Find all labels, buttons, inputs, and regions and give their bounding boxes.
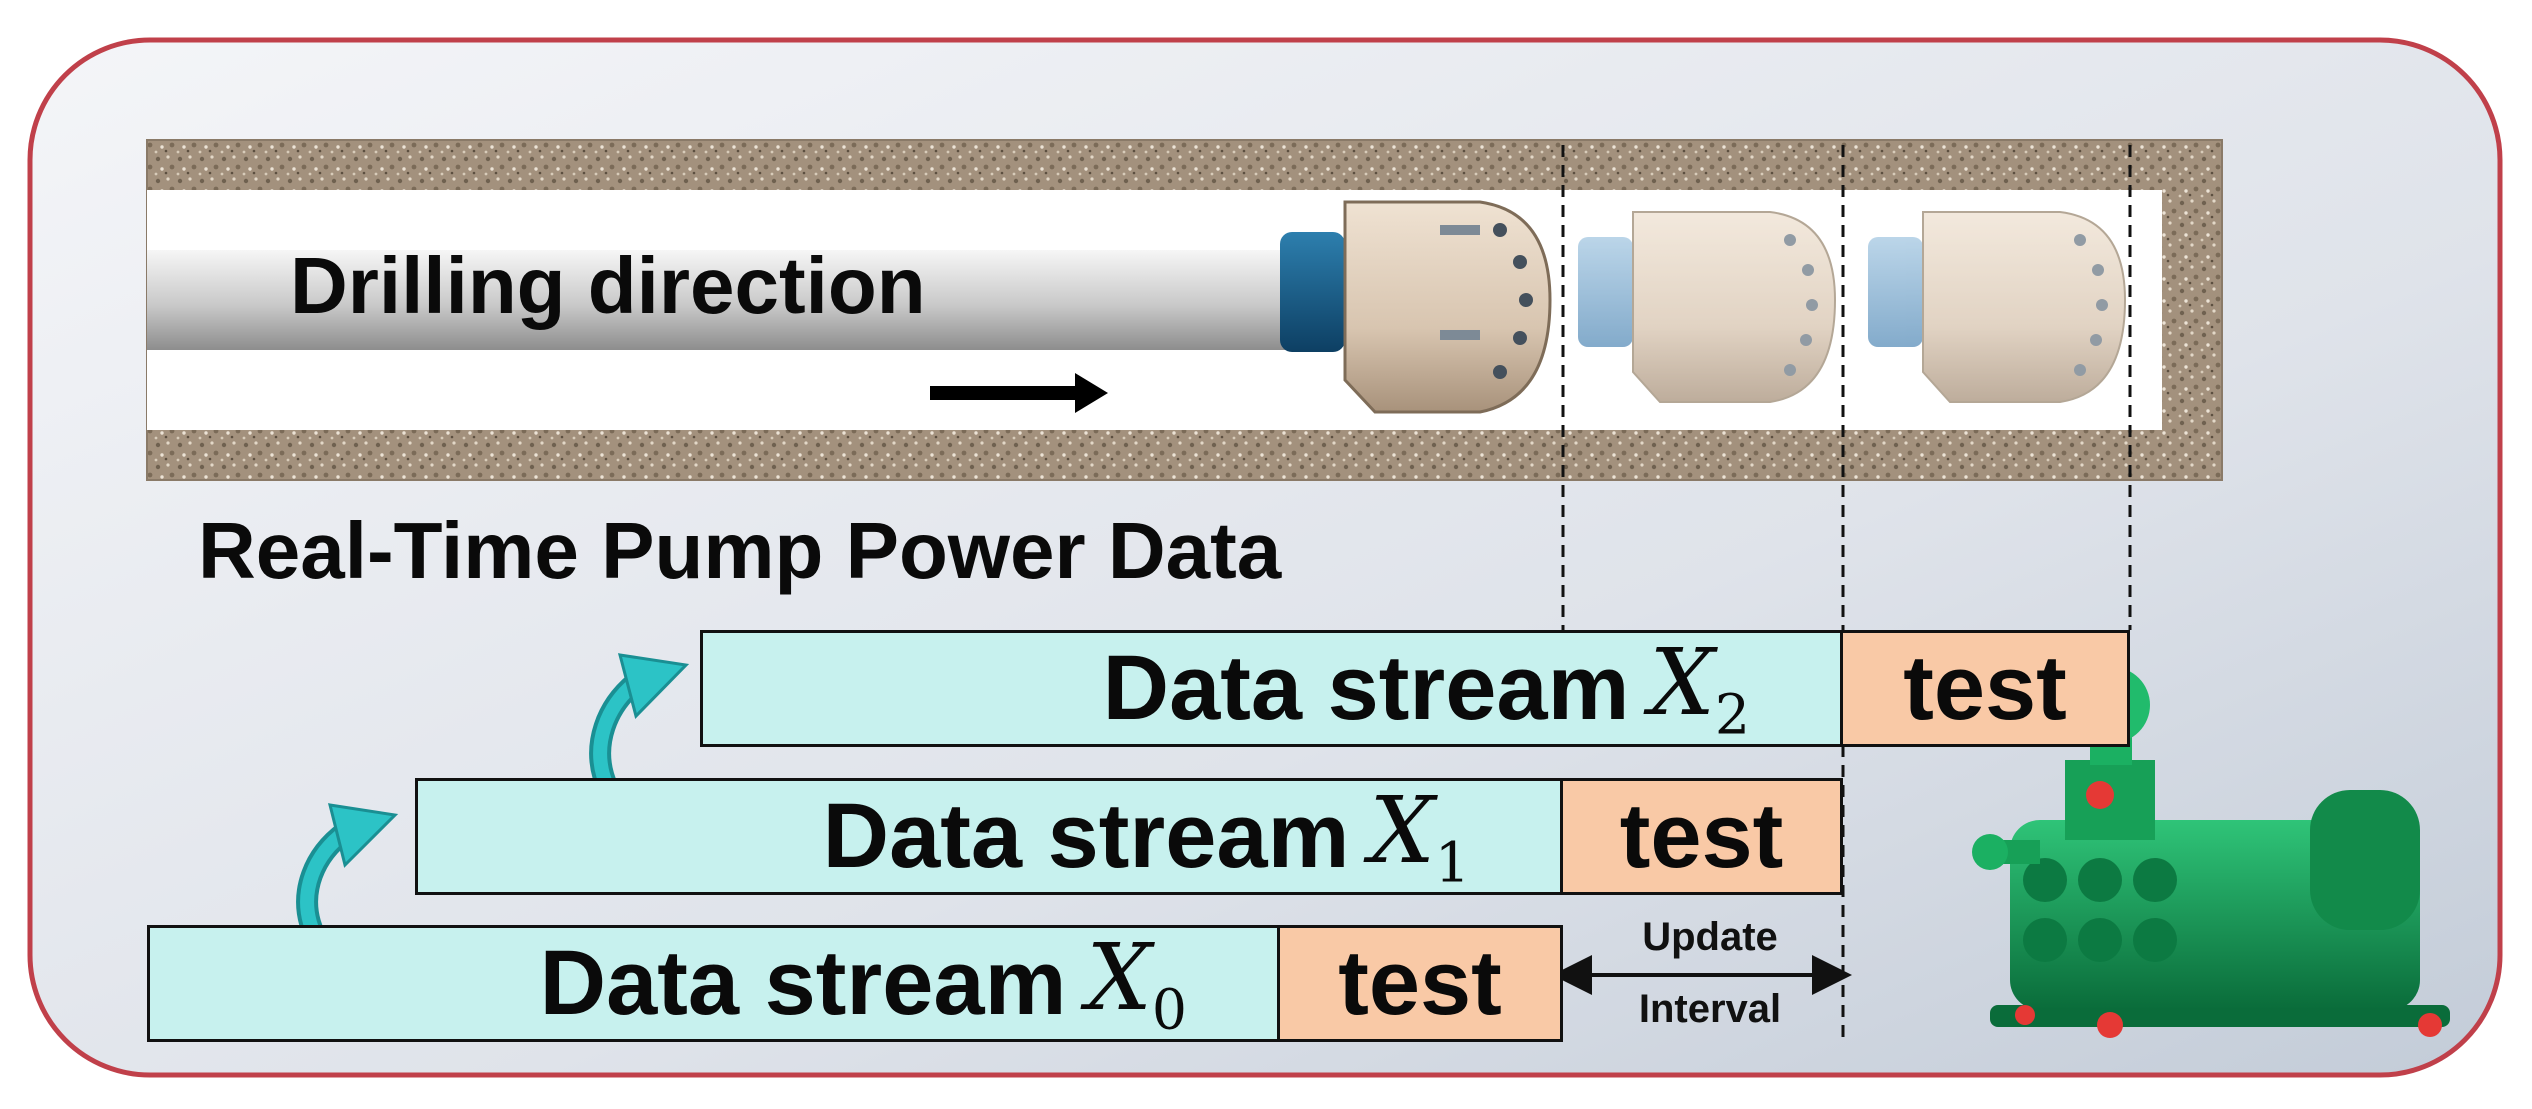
drill-bit-future-1 — [1578, 211, 1837, 403]
data-stream-x2-bar: Data stream X2 — [700, 629, 1843, 748]
test-x1-bar: test — [1560, 778, 1843, 895]
data-stream-x1-bar: Data stream X1 — [415, 777, 1563, 896]
update-interval-label: Update Interval — [1638, 915, 1782, 1031]
curved-arrow-2-head — [617, 653, 690, 719]
curved-arrow-1-head — [327, 803, 399, 868]
drilling-arrow-head — [1075, 373, 1108, 413]
data-stream-x2-label: Data stream — [1102, 637, 1630, 739]
data-stream-x2-variable: X2 — [1649, 629, 1750, 748]
data-stream-x0-label: Data stream — [539, 932, 1067, 1034]
drilling-direction-label: Drilling direction — [290, 241, 926, 330]
drill-bit-future-2 — [1868, 211, 2127, 403]
test-x0-bar: test — [1277, 925, 1563, 1042]
test-x2-bar: test — [1840, 630, 2130, 747]
data-stream-x1-label: Data stream — [822, 785, 1350, 887]
drill-bit-current — [1280, 200, 1552, 414]
data-stream-x0-bar: Data stream X0 — [147, 924, 1280, 1043]
data-stream-x1-variable: X1 — [1369, 777, 1470, 896]
drill-pipe — [147, 250, 1287, 350]
section-title: Real-Time Pump Power Data — [198, 506, 1282, 595]
data-stream-x0-variable: X0 — [1086, 924, 1187, 1043]
mud-pump-illustration — [1972, 660, 2450, 1038]
